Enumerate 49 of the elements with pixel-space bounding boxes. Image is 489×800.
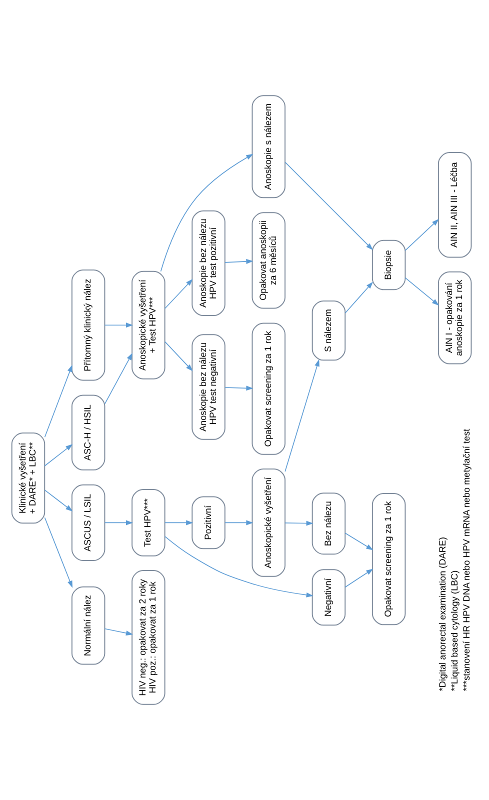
node-box: ASC-H / HSIL — [71, 394, 106, 470]
arrow — [224, 386, 254, 391]
arrow — [44, 364, 72, 438]
label: **Liquid based cytology (LBC) — [450, 570, 460, 692]
arrow — [44, 444, 73, 466]
arrow — [104, 352, 132, 404]
arrow — [224, 520, 254, 526]
arrow — [160, 154, 254, 272]
node-box: Anoskopie bez nálezu HPV test pozitivní — [192, 210, 226, 316]
label: *Digital anorectal examination (DARE) — [438, 537, 448, 692]
node-box: Opakovat screening za 1 rok — [252, 322, 286, 455]
node-box: ASCUS / LSIL — [71, 484, 106, 561]
label: ***stanovení HR HPV DNA nebo HPV mRNA nebo metylační test — [461, 428, 472, 692]
arrow — [284, 162, 374, 250]
node-box: Přítomný klinický nález — [71, 270, 106, 381]
arrow — [164, 341, 193, 372]
node-box: Anoskopie s nálezem — [252, 95, 286, 198]
node-box: HIV neg.: opakovat za 2 roky HIV poz.: opakovat za 1 rok — [132, 570, 166, 705]
arrow — [224, 258, 254, 264]
node-box: Pozitivní — [192, 496, 226, 550]
arrow — [284, 359, 320, 472]
node-box: Anoskopické vyšetření — [252, 468, 286, 577]
node-box: AIN II, AIN III - Léčba — [438, 152, 472, 258]
arrow — [404, 218, 439, 251]
arrow — [284, 520, 314, 526]
node-box: Opakovat anoskopii za 6 měsíců — [252, 212, 286, 309]
node-box: AIN I - opakování anoskopie za 1 rok — [438, 271, 472, 364]
arrow — [344, 532, 374, 550]
arrow — [164, 520, 194, 526]
node-box: Anoskopické vyšetření + Test HPV*** — [132, 270, 166, 380]
node-box: Anoskopie bez nálezu HPV test negativní — [192, 334, 226, 440]
node-box: S nálezem — [312, 300, 346, 361]
arrow — [164, 278, 193, 309]
arrow — [104, 520, 134, 526]
arrow — [164, 536, 314, 598]
arrow — [344, 568, 374, 588]
node-box: Normální nález — [71, 586, 106, 665]
node-box: Negativní — [312, 569, 346, 626]
arrow — [104, 322, 134, 328]
arrow — [44, 490, 73, 512]
arrow — [344, 282, 374, 314]
node-box: Test HPV*** — [132, 488, 166, 556]
arrow — [104, 628, 134, 636]
node-box: Klinické vyšetření + DARE* + LBC** — [11, 432, 46, 524]
node-box: Biopsie — [372, 240, 406, 290]
node-box: Opakovat screening za 1 rok — [372, 493, 406, 626]
node-box: Bez nálezu — [312, 492, 346, 555]
arrow — [44, 517, 73, 588]
arrow — [404, 277, 440, 306]
